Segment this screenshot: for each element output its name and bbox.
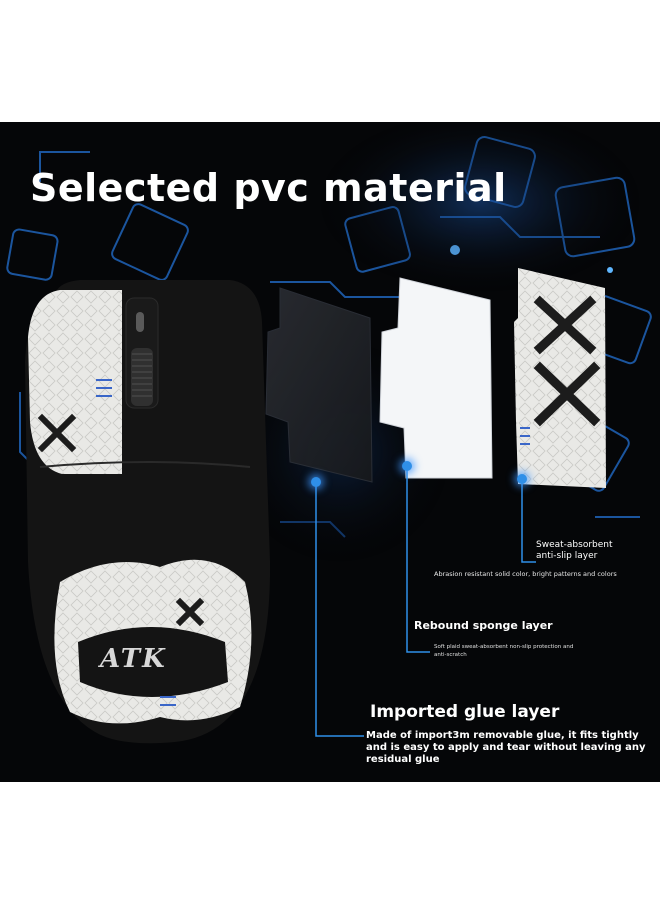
antislip-x-motif (533, 295, 601, 427)
sponge-layer-description: Soft plaid sweat-absorbent non-slip prot… (434, 643, 584, 659)
antislip-layer-sheet (514, 268, 606, 488)
glue-layer-marker (311, 477, 321, 487)
connector-lines (315, 467, 536, 737)
page-title: Selected pvc material (30, 166, 507, 210)
sponge-layer-marker (402, 461, 412, 471)
sponge-description-line1: Soft plaid sweat-absorbent non-slip prot… (434, 644, 574, 650)
glue-layer-label: Imported glue layer (370, 702, 560, 722)
mouse-logo: ATK (97, 644, 167, 674)
glue-layer-sheet (265, 287, 373, 483)
sponge-description-line2: anti-scratch (434, 652, 467, 658)
antislip-layer-description: Abrasion resistant solid color, bright p… (434, 570, 617, 578)
antislip-label-line1: Sweat-absorbent (536, 540, 613, 550)
antislip-label-line2: anti-slip layer (536, 551, 598, 561)
background-graphic: ATK (6, 122, 652, 744)
antislip-layer-marker (517, 474, 527, 484)
mouse: ATK (25, 280, 271, 744)
sponge-layer-sheet (379, 277, 493, 479)
sponge-layer-label: Rebound sponge layer (414, 619, 553, 632)
product-panel: ATK (0, 122, 660, 782)
glue-layer-description: Made of import3m removable glue, it fits… (366, 730, 646, 765)
antislip-layer-label: Sweat-absorbent anti-slip layer (536, 540, 613, 562)
